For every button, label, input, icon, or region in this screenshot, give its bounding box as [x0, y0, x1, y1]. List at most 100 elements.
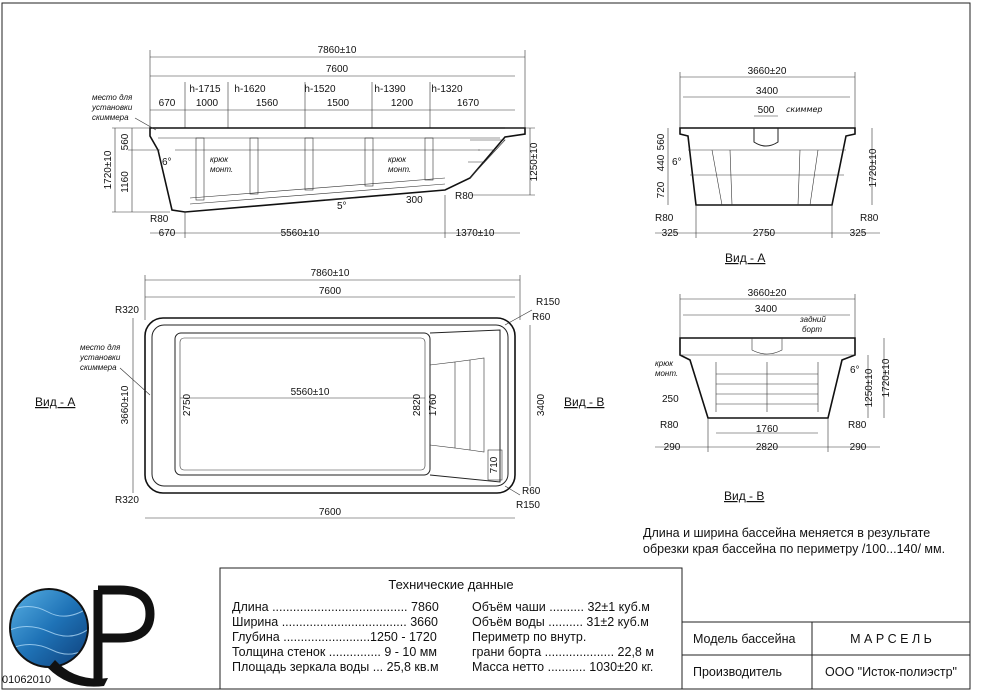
side-depth-560: 560	[120, 133, 131, 150]
plan-bottom-length: 7600	[319, 507, 342, 518]
qp-logo: 01062010	[2, 585, 155, 687]
spec-net-mass: Масса нетто ........... 1030±20 кг.	[472, 660, 653, 674]
side-shallow-depth: 1250±10	[529, 142, 540, 181]
spec-wall-thickness: Толщина стенок ............... 9 - 10 мм	[232, 645, 437, 659]
plan-r60-bottom: R60	[522, 486, 541, 497]
segment-dim: 1000	[196, 98, 219, 109]
side-r80-left: R80	[150, 214, 169, 225]
hook-label: крюк	[388, 155, 407, 164]
view-b-r80-right: R80	[848, 420, 867, 431]
side-bottom-length: 5560±10	[281, 228, 320, 239]
view-b-bottom-290-right: 290	[850, 442, 867, 453]
view-a-r80-right: R80	[860, 213, 879, 224]
spec-depth: Глубина .........................1250 - …	[232, 630, 437, 644]
view-a-bottom-325-right: 325	[850, 228, 867, 239]
view-b-back-label: задний	[799, 315, 826, 324]
depth-label: h-1620	[234, 84, 266, 95]
plan-view-b-label: Вид - В	[564, 395, 604, 409]
side-overall-dim: 7860±10	[318, 45, 357, 56]
view-b-depth-1250: 1250±10	[864, 368, 875, 407]
spec-surface-area: Площадь зеркала воды ... 25,8 кв.м	[232, 660, 439, 674]
view-a-skimmer-width: 500	[758, 105, 775, 116]
side-bottom-670: 670	[159, 228, 176, 239]
model-value: М А Р С Е Л Ь	[850, 632, 932, 646]
model-label: Модель бассейна	[693, 632, 796, 646]
plan-length-dim: 7600	[319, 286, 342, 297]
note-line-1: Длина и ширина бассейна меняется в резул…	[643, 526, 930, 540]
view-a-bottom-325-left: 325	[662, 228, 679, 239]
view-a-depth-440: 440	[656, 154, 667, 171]
plan-r320-bottom: R320	[115, 495, 139, 506]
hook-label: крюк	[210, 155, 229, 164]
spec-length: Длина ..................................…	[232, 600, 439, 614]
skimmer-note: место для	[92, 93, 133, 102]
plan-skimmer-note: установки	[79, 353, 121, 362]
view-a-title: Вид - А	[725, 251, 765, 265]
segment-dim: 1500	[327, 98, 350, 109]
side-depth-1160: 1160	[120, 171, 131, 193]
view-b-hook: монт.	[655, 369, 678, 378]
view-b-r80-left: R80	[660, 420, 679, 431]
spec-perimeter-value: грани борта .................... 22,8 м	[472, 645, 654, 659]
side-bottom-1370: 1370±10	[456, 228, 495, 239]
side-r80-right: R80	[455, 191, 474, 202]
depth-label: h-1320	[431, 84, 463, 95]
hook-label: монт.	[388, 165, 411, 174]
plan-width-3400: 3400	[536, 393, 547, 416]
depth-label: h-1390	[374, 84, 406, 95]
spec-perimeter-label: Периметр по внутр.	[472, 630, 586, 644]
plan-skimmer-note: место для	[80, 343, 121, 352]
note-line-2: обрезки края бассейна по периметру /100.…	[643, 542, 945, 556]
view-b-back-label: борт	[802, 325, 822, 334]
hook-label: монт.	[210, 165, 233, 174]
spec-width: Ширина .................................…	[232, 615, 438, 629]
view-b-overall: 3660±20	[748, 288, 787, 299]
skimmer-note: скиммера	[92, 113, 129, 122]
side-section-view: 7860±10 7600 h-1715 h-1620 h-1520 h-1390…	[91, 45, 540, 239]
view-b-bottom-2820: 2820	[756, 442, 779, 453]
plan-width-1760: 1760	[428, 393, 439, 416]
maker-label: Производитель	[693, 665, 782, 679]
plan-r150-bottom: R150	[516, 500, 540, 511]
view-a-depth-560: 560	[656, 133, 667, 150]
view-a-width: 3400	[756, 86, 779, 97]
view-b-width: 3400	[755, 304, 778, 315]
plan-r150-top: R150	[536, 297, 560, 308]
view-a-skimmer-label: скиммер	[786, 105, 823, 114]
view-b-bottom-290-left: 290	[664, 442, 681, 453]
side-length-dim: 7600	[326, 64, 349, 75]
segment-dim: 1670	[457, 98, 480, 109]
segment-dim: 670	[159, 98, 176, 109]
segment-dim: 1560	[256, 98, 279, 109]
plan-width-3660: 3660±10	[120, 385, 131, 424]
plan-skimmer-note: скиммера	[80, 363, 117, 372]
side-angle-5: 5°	[337, 201, 347, 212]
plan-width-2820: 2820	[412, 393, 423, 416]
spec-water-volume: Объём воды .......... 31±2 куб.м	[472, 615, 649, 629]
plan-overall-dim: 7860±10	[311, 268, 350, 279]
view-a-r80-left: R80	[655, 213, 674, 224]
plan-view: 7860±10 7600 5560±10 2750 2820 1760 710 …	[35, 268, 604, 519]
spec-title: Технические данные	[388, 577, 513, 592]
spec-bowl-volume: Объём чаши .......... 32±1 куб.м	[472, 600, 650, 614]
plan-r320-top: R320	[115, 305, 139, 316]
view-b-title: Вид - В	[724, 489, 764, 503]
depth-label: h-1520	[304, 84, 336, 95]
plan-dim-710: 710	[489, 456, 500, 473]
view-a-overall: 3660±20	[748, 66, 787, 77]
maker-value: ООО "Исток-полиэстр"	[825, 665, 957, 679]
view-b-depth-1720: 1720±10	[881, 358, 892, 397]
view-a-depth-720: 720	[656, 181, 667, 198]
depth-label: h-1715	[189, 84, 221, 95]
plan-view-a-label: Вид - А	[35, 395, 75, 409]
view-a-bottom-2750: 2750	[753, 228, 776, 239]
plan-width-2750: 2750	[182, 393, 193, 416]
plan-r60-top: R60	[532, 312, 551, 323]
side-dim-300: 300	[406, 195, 423, 206]
view-b: 3660±20 3400 задний борт крюк монт. 250 …	[655, 288, 892, 503]
view-b-dim-250: 250	[662, 394, 679, 405]
drawing-code: 01062010	[2, 674, 51, 686]
skimmer-note: установки	[91, 103, 133, 112]
side-angle-6: 6°	[162, 157, 172, 168]
